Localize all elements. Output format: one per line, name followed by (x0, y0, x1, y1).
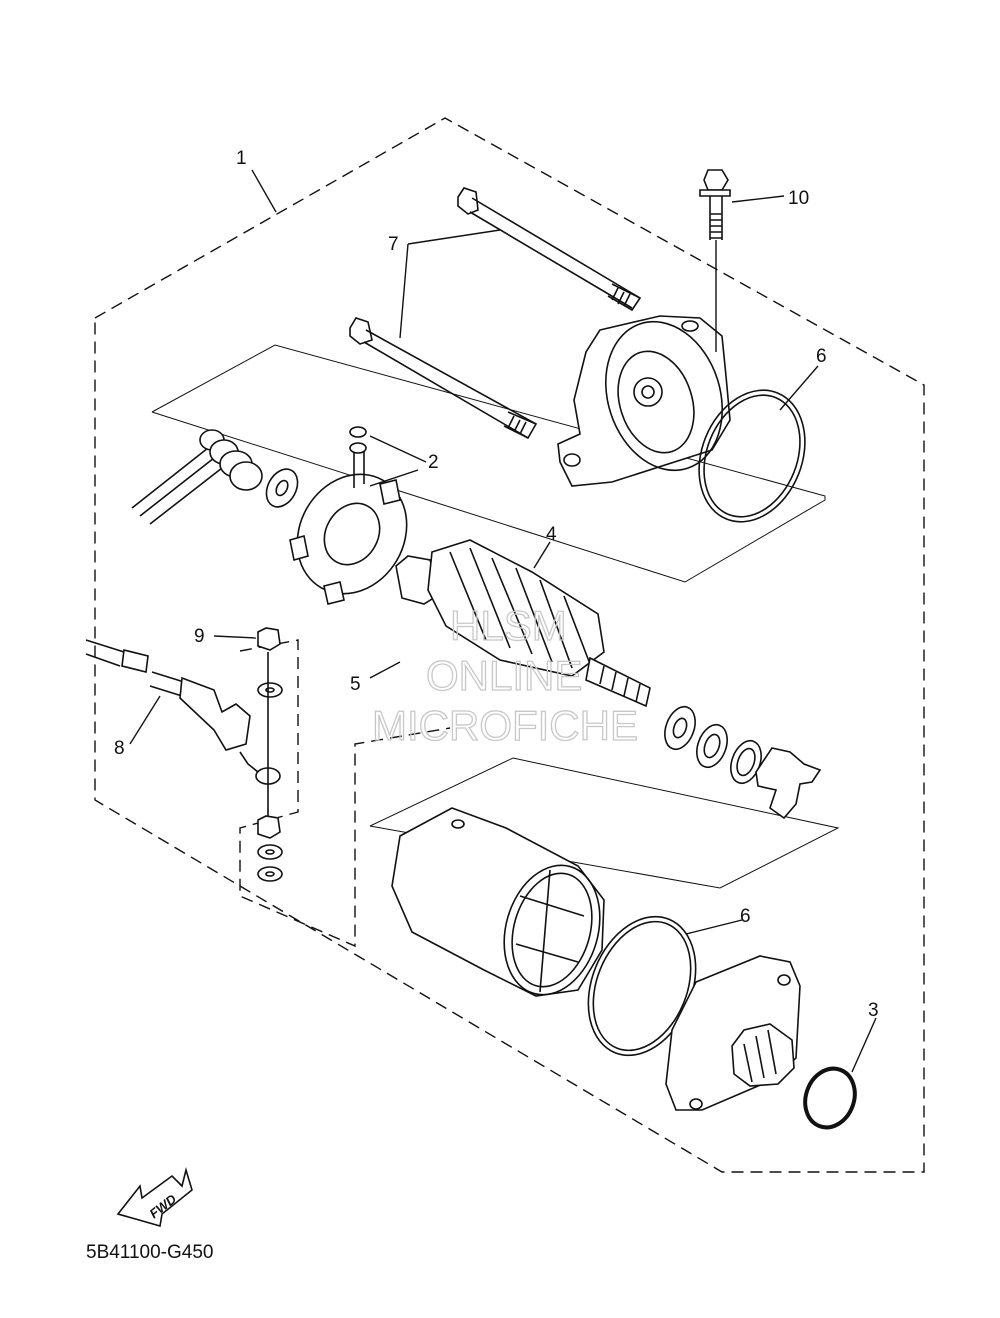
watermark-line-1: HLSM (450, 602, 567, 649)
mounting-bolt (699, 169, 731, 240)
leader-9 (213, 635, 257, 639)
callout-5: 5 (350, 674, 361, 695)
callout-3: 3 (868, 1000, 879, 1021)
watermark-line-3: MICROFICHE (372, 702, 638, 749)
callout-8: 8 (114, 738, 125, 759)
callout-2: 2 (428, 452, 439, 473)
leader-2 (369, 435, 427, 487)
assembly-boundary (94, 117, 925, 1173)
washer-left (265, 468, 299, 508)
armature-washers (664, 705, 822, 820)
yoke-subassembly-frame (369, 757, 840, 889)
callout-9: 9 (194, 626, 205, 647)
leader-3 (851, 1017, 877, 1073)
callout-10: 10 (788, 188, 809, 209)
callout-7: 7 (388, 234, 399, 255)
through-bolt-upper (457, 187, 642, 312)
o-ring-upper (698, 389, 806, 523)
callout-1: 1 (236, 148, 247, 169)
leader-6-upper (779, 365, 819, 411)
callout-6-upper: 6 (816, 346, 827, 367)
terminal-hardware (257, 627, 283, 882)
front-cover (665, 955, 801, 1111)
leader-1 (251, 169, 277, 213)
rear-cover (557, 315, 731, 487)
leader-8 (129, 695, 161, 745)
fwd-arrow: FWD (116, 1166, 193, 1228)
leader-5 (369, 661, 401, 679)
callout-6-lower: 6 (740, 906, 751, 927)
yoke (391, 807, 605, 997)
leader-10 (731, 195, 785, 203)
callout-4: 4 (546, 524, 557, 545)
starter-cable (85, 639, 281, 785)
leader-7 (399, 229, 501, 339)
through-bolt-lower (349, 317, 538, 440)
leader-4 (533, 541, 551, 569)
terminal-subassembly-frame (239, 639, 451, 948)
brush-spring (131, 429, 263, 525)
brush-holder (289, 426, 408, 605)
leader-6-lower (685, 919, 743, 935)
o-ring-small (803, 1066, 857, 1130)
watermark-line-2: ONLINE (426, 652, 582, 699)
armature (395, 539, 651, 708)
brush-subassembly-frame (151, 344, 826, 583)
drawing-code: 5B41100-G450 (86, 1242, 213, 1263)
